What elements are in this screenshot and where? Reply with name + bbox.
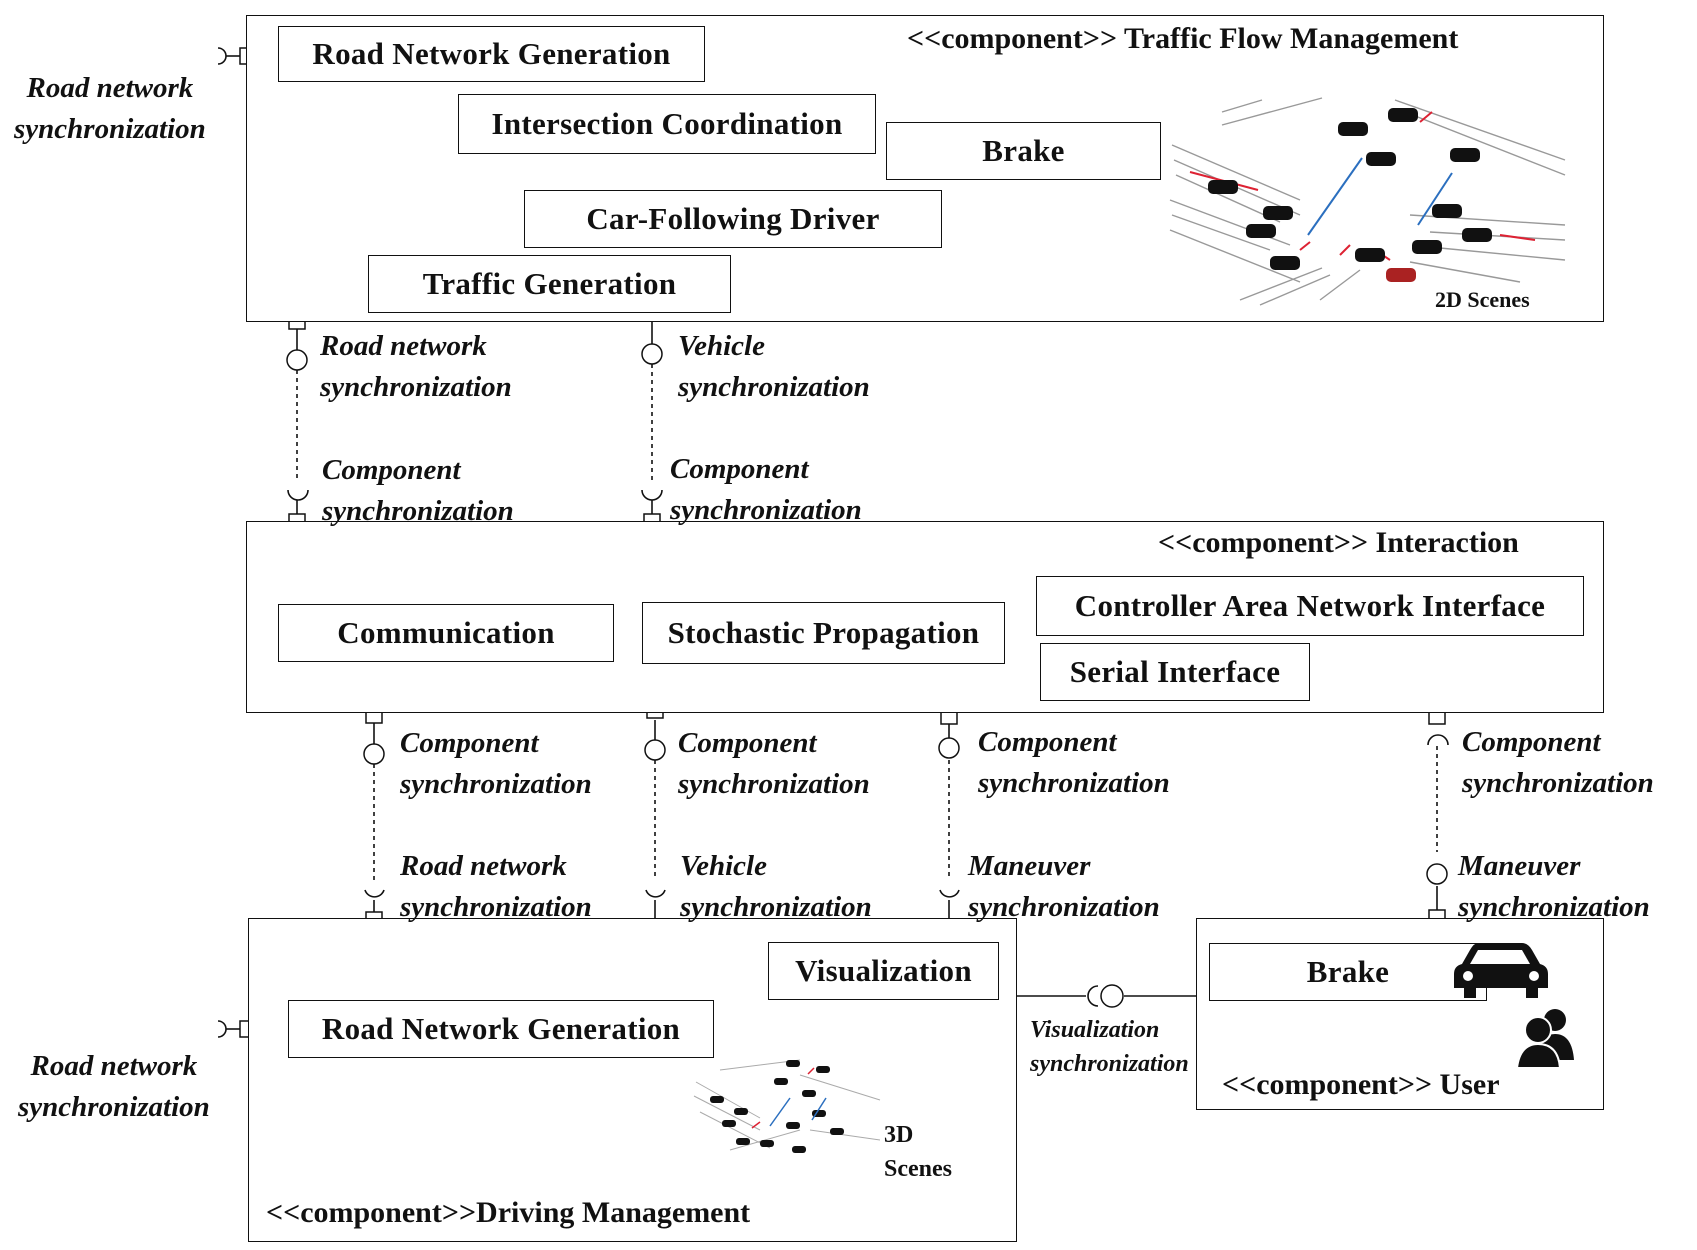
user-brake: Brake bbox=[1209, 943, 1487, 1001]
left-socket-tfm bbox=[217, 47, 227, 65]
label-int-comp-req-mid: Component synchronization bbox=[670, 453, 862, 526]
label-int-comp-prov-2: Component synchronization bbox=[678, 727, 870, 800]
traffic-flow-management-title: <<component>> Traffic Flow Management bbox=[907, 22, 1459, 55]
interaction-communication: Communication bbox=[278, 604, 614, 662]
label-dm-maneuver-req: Maneuver synchronization bbox=[968, 850, 1160, 923]
label-tfm-vehicle-provided: Vehicle synchronization bbox=[678, 330, 870, 403]
tfm-traffic-generation: Traffic Generation bbox=[368, 255, 731, 313]
label-int-comp-prov-1: Component synchronization bbox=[400, 727, 592, 800]
interaction-can-interface: Controller Area Network Interface bbox=[1036, 576, 1584, 636]
label-dm-vehicle-req: Vehicle synchronization bbox=[680, 850, 872, 923]
dm-visualization: Visualization bbox=[768, 942, 999, 1000]
label-tfm-road-provided: Road network synchronization bbox=[320, 330, 512, 403]
interaction-stochastic-propagation: Stochastic Propagation bbox=[642, 602, 1005, 664]
label-int-comp-prov-3: Component synchronization bbox=[978, 726, 1170, 799]
dm-road-network-generation: Road Network Generation bbox=[288, 1000, 714, 1058]
tfm-car-following-driver: Car-Following Driver bbox=[524, 190, 942, 248]
label-dm-road-req: Road network synchronization bbox=[400, 850, 592, 923]
2d-scenes-caption: 2D Scenes bbox=[1435, 287, 1530, 312]
interaction-serial-interface: Serial Interface bbox=[1040, 643, 1310, 701]
driving-management-title: <<component>>Driving Management bbox=[266, 1196, 751, 1229]
tfm-brake: Brake bbox=[886, 122, 1161, 180]
label-visualization-sync: Visualization synchronization bbox=[1030, 1017, 1189, 1077]
interaction-title: <<component>> Interaction bbox=[1158, 526, 1519, 559]
label-dm-left: Road network synchronization bbox=[18, 1050, 210, 1123]
label-tfm-left: Road network synchronization bbox=[14, 72, 206, 145]
label-int-comp-req-right: Component synchronization bbox=[1462, 726, 1654, 799]
tfm-road-network-generation: Road Network Generation bbox=[278, 26, 705, 82]
3d-scenes-caption: 3D Scenes bbox=[884, 1122, 952, 1182]
label-user-maneuver-prov: Maneuver synchronization bbox=[1458, 850, 1650, 923]
user-title: <<component>> User bbox=[1222, 1068, 1500, 1101]
tfm-intersection-coordination: Intersection Coordination bbox=[458, 94, 876, 154]
label-int-comp-req-left: Component synchronization bbox=[322, 454, 514, 527]
